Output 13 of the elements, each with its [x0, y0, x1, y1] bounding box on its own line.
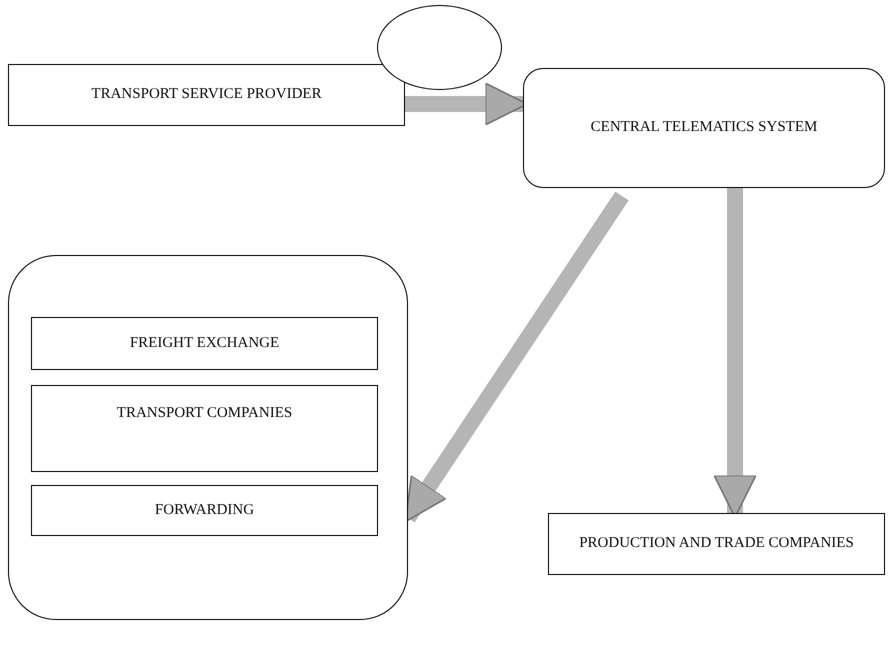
process-box	[8, 64, 405, 126]
box-label: FORWARDING	[154, 500, 256, 520]
group-container	[8, 255, 408, 620]
box-label: FREIGHT EXCHANGE	[128, 334, 280, 353]
box-label: TRANSPORT COMPANIES	[116, 404, 294, 423]
process-box	[523, 68, 885, 188]
process-box	[31, 317, 378, 370]
box-label: CENTRAL TELEMATICS SYSTEM	[590, 118, 818, 138]
process-box	[548, 513, 885, 575]
process-box	[31, 385, 378, 472]
process-box	[31, 485, 378, 536]
box-label: TRANSPORT SERVICE PROVIDER	[90, 85, 323, 104]
box-label: PRODUCTION AND TRADE COMPANIES	[578, 534, 855, 554]
